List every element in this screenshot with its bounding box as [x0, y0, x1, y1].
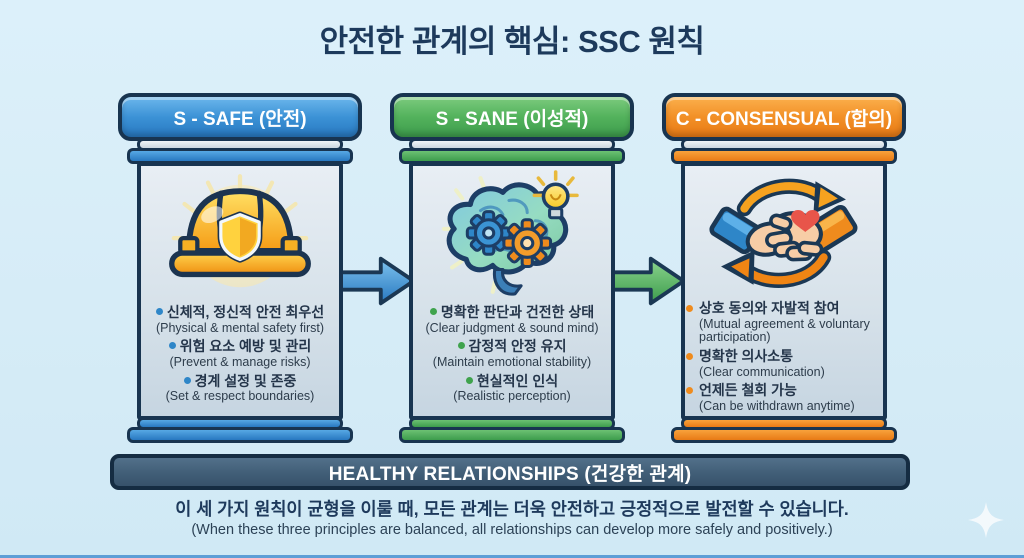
bullet-en: (Clear communication): [699, 364, 825, 379]
bullet-ko: 명확한 의사소통: [699, 348, 794, 364]
bullet-ko: 언제든 철회 가능: [699, 382, 797, 399]
bullet-en: (Mutual agreement & voluntary participat…: [699, 316, 870, 345]
pillar-safe: S - SAFE (안전): [118, 93, 362, 443]
footer-english-text: (When these three principles are balance…: [191, 522, 833, 538]
bullet-dot: [686, 305, 693, 312]
pillar-safe-body: 신체적, 정신적 안전 최우선 (Physical & mental safet…: [137, 162, 343, 420]
handshake-cycle-icon: [700, 168, 868, 300]
pillar-base-band: [127, 427, 353, 443]
bullet-dot: [168, 342, 176, 350]
list-item: 현실적인 인식 (Realistic perception): [414, 373, 610, 404]
list-item: 감정적 안정 유지 (Maintain emotional stability): [414, 338, 610, 369]
bullet-ko: 위험 요소 예방 및 관리: [179, 338, 312, 355]
pillar-base-band: [671, 427, 897, 443]
bullet-dot: [155, 308, 163, 315]
list-item: 경계 설정 및 존중 (Set & respect boundaries): [142, 373, 338, 404]
bullet-dot: [686, 387, 693, 395]
bottom-border-line: [0, 555, 1024, 558]
list-item: 신체적, 정신적 안전 최우선 (Physical & mental safet…: [142, 304, 338, 335]
bullet-dot: [686, 353, 693, 360]
healthy-relationships-banner: HEALTHY RELATIONSHIPS (건강한 관계): [110, 454, 910, 490]
bullet-ko: 감정적 안정 유지: [468, 338, 567, 355]
bullet-en: (Clear judgment & sound mind): [425, 320, 599, 335]
bullet-en: (Maintain emotional stability): [432, 354, 592, 369]
list-item: 위험 요소 예방 및 관리 (Prevent & manage risks): [142, 338, 338, 369]
list-item: 명확한 판단과 건전한 상태 (Clear judgment & sound m…: [414, 304, 610, 335]
bullet-dot: [183, 376, 191, 384]
sparkle-icon: [968, 502, 1004, 538]
pillar-sane: S - SANE (이성적): [390, 93, 634, 443]
page-title: 안전한 관계의 핵심: SSC 원칙: [319, 24, 705, 59]
pillar-sane-header: S - SANE (이성적): [390, 93, 634, 141]
pillar-base-band: [399, 427, 625, 443]
pillar-sane-body: 명확한 판단과 건전한 상태 (Clear judgment & sound m…: [409, 162, 615, 420]
list-item: 상호 동의와 자발적 참여 (Mutual agreement & volunt…: [686, 300, 882, 345]
list-item: 명확한 의사소통 (Clear communication): [686, 348, 882, 379]
brain-gears-lightbulb-icon: [428, 168, 596, 304]
bullet-ko: 명확한 판단과 건전한 상태: [440, 304, 595, 320]
pillar-sane-bullets: 명확한 판단과 건전한 상태 (Clear judgment & sound m…: [414, 304, 610, 407]
bullet-dot: [457, 342, 465, 350]
bullet-dot: [465, 376, 473, 384]
pillar-consensual-bullets: 상호 동의와 자발적 참여 (Mutual agreement & volunt…: [686, 300, 882, 416]
footer-korean-text: 이 세 가지 원칙이 균형을 이룰 때, 모든 관계는 더욱 안전하고 긍정적으…: [175, 499, 849, 519]
bullet-en: (Set & respect boundaries): [165, 389, 315, 403]
pillar-consensual: C - CONSENSUAL (합의): [662, 93, 906, 443]
bullet-ko: 신체적, 정신적 안전 최우선: [166, 304, 325, 320]
pillar-consensual-header: C - CONSENSUAL (합의): [662, 93, 906, 141]
hard-hat-icon: [160, 168, 320, 304]
bullet-en: (Physical & mental safety first): [155, 320, 325, 335]
list-item: 언제든 철회 가능 (Can be withdrawn anytime): [686, 382, 882, 413]
bullet-ko: 경계 설정 및 존중: [194, 372, 297, 389]
bullet-ko: 상호 동의와 자발적 참여: [699, 300, 840, 316]
pillar-safe-header: S - SAFE (안전): [118, 93, 362, 141]
bullet-en: (Can be withdrawn anytime): [699, 398, 855, 413]
bullet-en: (Realistic perception): [453, 389, 571, 403]
bullet-en: (Prevent & manage risks): [169, 354, 311, 369]
bullet-ko: 현실적인 인식: [476, 372, 559, 389]
pillar-consensual-body: 상호 동의와 자발적 참여 (Mutual agreement & volunt…: [681, 162, 887, 420]
bullet-dot: [429, 308, 437, 315]
pillar-safe-bullets: 신체적, 정신적 안전 최우선 (Physical & mental safet…: [142, 304, 338, 407]
